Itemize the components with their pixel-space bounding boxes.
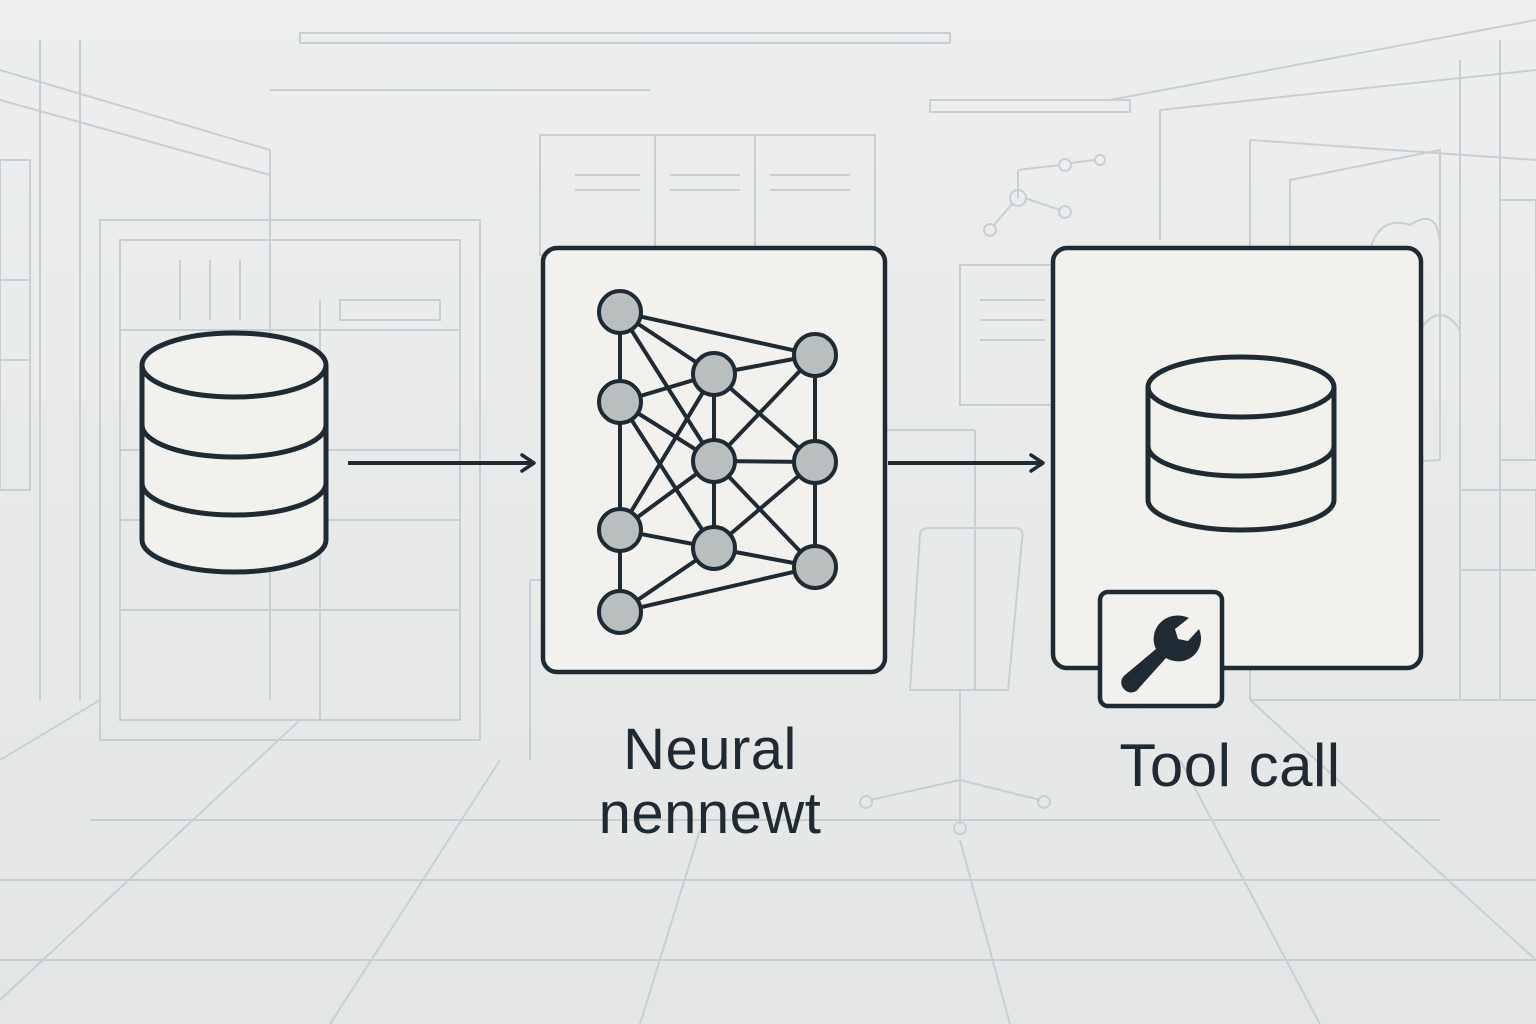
neural-network-label-line1: Neural bbox=[623, 717, 797, 782]
database-icon bbox=[139, 330, 329, 575]
wrench-icon bbox=[1121, 615, 1202, 693]
network-node bbox=[691, 351, 737, 397]
network-node bbox=[597, 289, 643, 335]
network-node bbox=[691, 525, 737, 571]
network-node bbox=[792, 439, 838, 485]
network-node bbox=[792, 332, 838, 378]
database-icon bbox=[1145, 354, 1337, 533]
neural-network-icon bbox=[597, 289, 838, 635]
network-node bbox=[597, 507, 643, 553]
tool-call-label: Tool call bbox=[1119, 732, 1341, 799]
network-node bbox=[792, 544, 838, 590]
network-node bbox=[597, 379, 643, 425]
network-node bbox=[691, 438, 737, 484]
neural-network-label: Neural nennewt bbox=[520, 718, 900, 846]
network-node bbox=[597, 589, 643, 635]
neural-network-label-line2: nennewt bbox=[598, 781, 822, 846]
